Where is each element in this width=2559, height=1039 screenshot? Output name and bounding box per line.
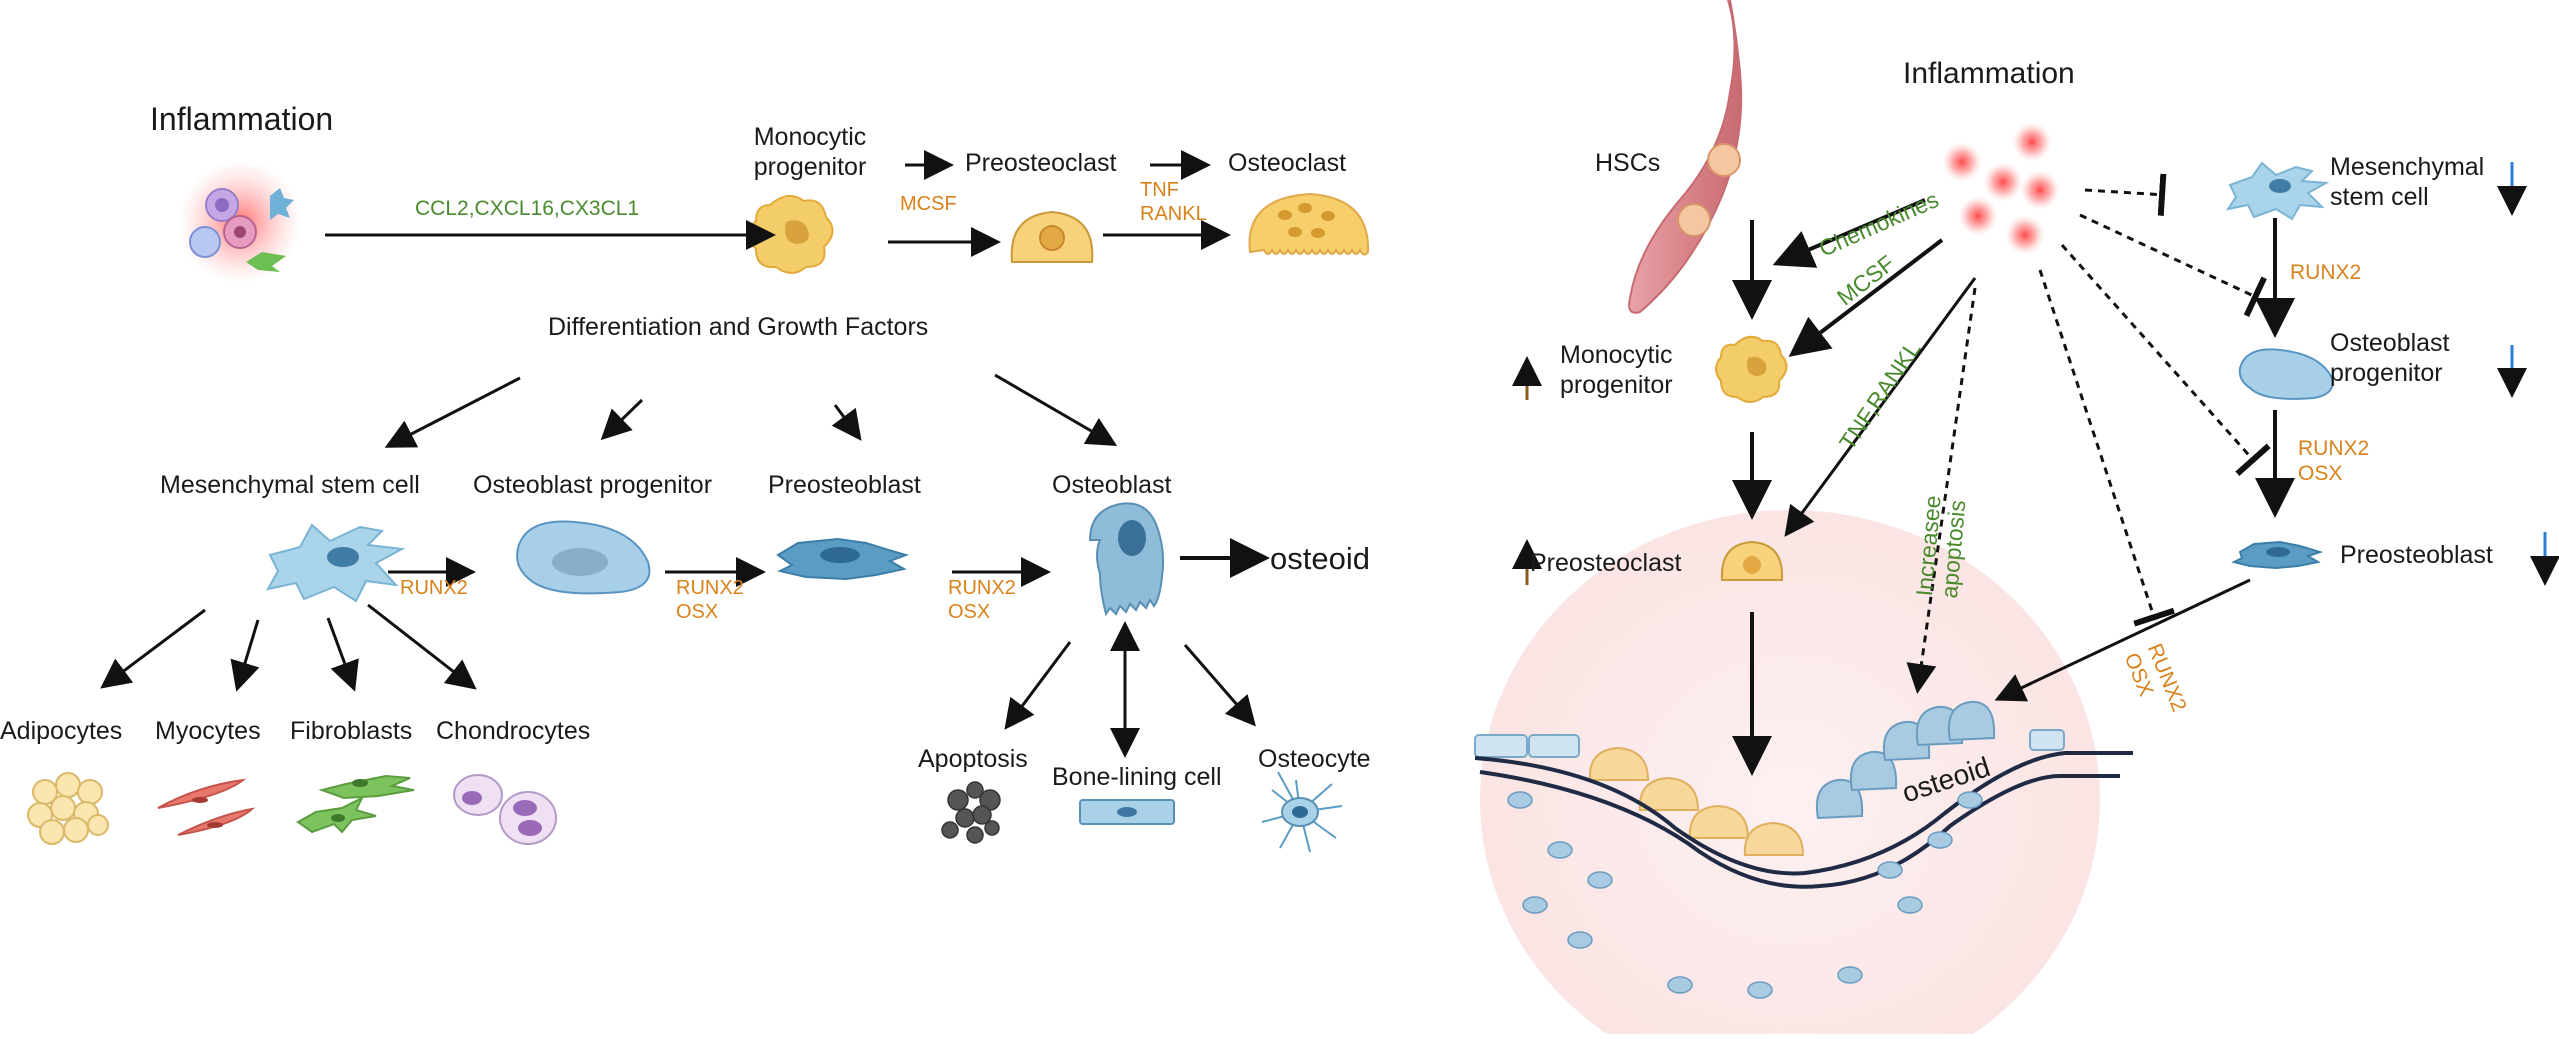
osteoclast-label: Osteoclast: [1228, 149, 1347, 177]
arrow-ob-apoptosis: [1004, 641, 1072, 730]
r-monocytic-progenitor-label: Monocytic progenitor: [1560, 341, 1673, 399]
chondrocytes-cell-icon: [453, 774, 557, 845]
r-inhib-bone: [2038, 269, 2175, 627]
apoptosis-label: Apoptosis: [918, 745, 1028, 773]
chemokines-label: CCL2,CXCL16,CX3CL1: [415, 197, 640, 220]
bone-region: [1474, 510, 2133, 1039]
r-runx2-label: RUNX2: [2290, 261, 2362, 284]
r-inhib-runx2: [2079, 213, 2267, 318]
r-msc-icon: [2225, 161, 2330, 221]
r-inhib-runx2osx: [2060, 244, 2271, 476]
r-arrow-tnf: [1784, 277, 1977, 537]
r-arrow-preob-bone: [1994, 578, 2251, 702]
osteoblast-label: Osteoblast: [1052, 471, 1172, 499]
r-ob-progenitor-label: Osteoblast progenitor: [2330, 329, 2450, 387]
arrow-dg-ob: [994, 373, 1118, 447]
osteoblast-cell-icon: [1088, 502, 1165, 617]
arrow-ob-osteocyte: [1183, 644, 1256, 727]
r-arrow-mcsf: [1788, 238, 1944, 357]
arrow-msc-myo: [230, 619, 260, 692]
inflammation-dots-icon: [1942, 122, 2060, 255]
inflammation-cells-icon: [178, 160, 302, 284]
r-monocytic-progenitor-icon: [1715, 335, 1788, 403]
runx2-osx-label-2: RUNX2 OSX: [948, 577, 1016, 623]
arrow-dg-preob: [831, 404, 862, 441]
mcsf-label: MCSF: [900, 193, 957, 215]
runx2-osx-label-1: RUNX2 OSX: [676, 577, 744, 623]
ob-progenitor-label: Osteoblast progenitor: [473, 471, 713, 499]
diff-growth-label: Differentiation and Growth Factors: [548, 313, 929, 341]
left-inflammation-label: Inflammation: [150, 101, 334, 137]
arrow-dg-obprog: [600, 398, 644, 441]
fibroblasts-label: Fibroblasts: [290, 717, 413, 745]
r-increased-apoptosis-label: Increasee apoptosis: [1911, 494, 1971, 600]
blood-vessel-hscs-icon: [1628, 0, 1743, 314]
preosteoblast-label: Preosteoblast: [768, 471, 921, 499]
r-preosteoclast-label: Preosteoclast: [1530, 549, 1682, 577]
r-preosteoblast-label: Preosteoblast: [2340, 541, 2493, 569]
monocytic-progenitor-label: Monocytic progenitor: [753, 123, 867, 181]
right-inflammation-label: Inflammation: [1903, 57, 2075, 90]
r-osteoblast-progenitor-icon: [2238, 348, 2334, 400]
arrow-msc-chondro: [367, 603, 477, 690]
r-inhib-msc: [2084, 173, 2167, 216]
arrow-msc-adipo: [100, 608, 206, 689]
preosteoblast-cell-icon: [776, 537, 910, 581]
apoptosis-bodies-icon: [941, 781, 1001, 844]
osteoid-label: osteoid: [1270, 541, 1370, 576]
bone-lining-label: Bone-lining cell: [1052, 763, 1222, 791]
r-msc-label: Mesenchymal stem cell: [2330, 153, 2485, 211]
chondrocytes-label: Chondrocytes: [436, 717, 591, 745]
osteoclast-cell-icon: [1248, 192, 1370, 256]
r-runx2-osx-label: RUNX2 OSX: [2298, 437, 2370, 486]
osteocyte-cell-icon: [1261, 771, 1343, 853]
preosteoclast-label: Preosteoclast: [965, 149, 1117, 177]
fibroblasts-cell-icon: [296, 774, 415, 834]
mesenchymal-stem-cell-icon: [266, 523, 406, 603]
myocytes-cell-icon: [157, 778, 256, 836]
adipocytes-cell-icon: [27, 772, 109, 845]
runx2-label-1: RUNX2: [400, 577, 468, 599]
r-preosteoclast-icon: [1720, 540, 1784, 581]
adipocytes-label: Adipocytes: [0, 717, 123, 745]
osteocyte-label: Osteocyte: [1258, 745, 1371, 773]
hscs-label: HSCs: [1595, 149, 1661, 177]
r-arrow-apoptosis: [1906, 287, 1977, 694]
r-arrow-chemokines: [1772, 198, 1926, 268]
osteoblast-progenitor-cell-icon: [516, 520, 651, 595]
tnf-rankl-label: TNF RANKL: [1140, 179, 1207, 225]
bone-lining-cell-icon: [1079, 799, 1175, 825]
arrow-msc-fibro: [326, 617, 359, 692]
r-preosteoblast-icon: [2231, 540, 2324, 570]
preosteoclast-cell-icon: [1010, 210, 1094, 263]
myocytes-label: Myocytes: [155, 717, 261, 745]
msc-label: Mesenchymal stem cell: [160, 471, 420, 499]
arrow-dg-msc: [384, 376, 521, 448]
